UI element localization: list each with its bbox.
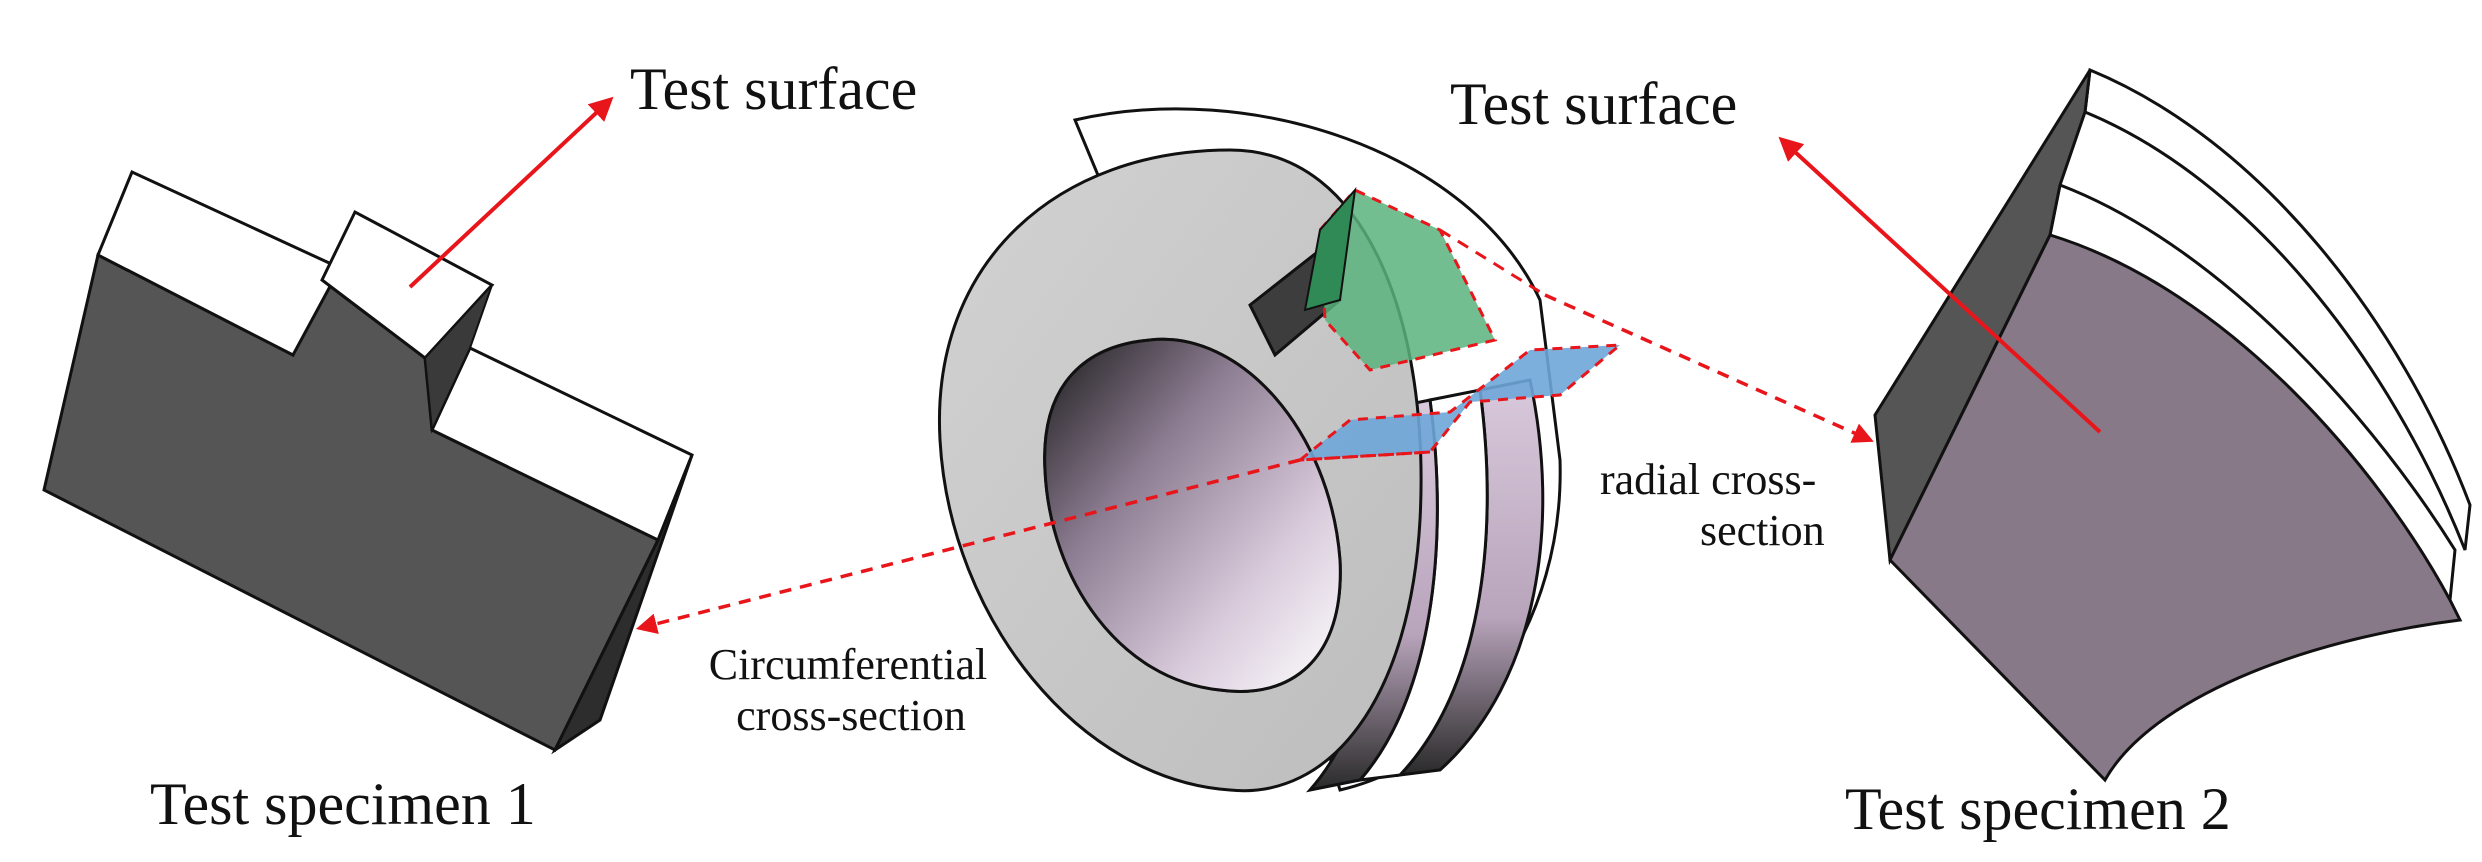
test-surface-arrow-left	[408, 96, 614, 289]
label-radial-line-1: radial cross-	[1600, 455, 1817, 504]
ring-bore	[1043, 337, 1342, 693]
label-test-specimen-1: Test specimen 1	[150, 771, 536, 837]
specimen1-front-face	[42, 252, 661, 753]
label-test-specimen-2: Test specimen 2	[1845, 776, 2231, 842]
dashed-circumferential-guide	[635, 458, 1301, 635]
label-radial-line-2: section	[1700, 505, 1825, 555]
dashed-circumferential-guide-front	[1299, 450, 1431, 462]
label-circumferential-line-1: Circumferential	[708, 640, 988, 689]
dashed-radial-guide-arrow	[1544, 293, 1874, 443]
label-test-surface-right: Test surface	[1450, 71, 1738, 137]
specimen1-side-face	[551, 454, 694, 755]
test-surface-arrow-right	[1778, 136, 2102, 434]
label-radial-cross-section: radial cross- section	[1600, 455, 1860, 556]
radial-cross-section-green-edge	[1303, 186, 1357, 312]
radial-cross-section-green	[1318, 188, 1498, 372]
label-circumferential-line-2: cross-section	[736, 690, 966, 740]
specimen2-top-layer-back	[2083, 67, 2472, 551]
label-circumferential-cross-section: Circumferential cross-section	[668, 640, 1028, 741]
circumferential-cross-section-blue	[1295, 343, 1625, 462]
ring-disc	[937, 107, 1562, 793]
specimen1-step-shadow	[423, 284, 493, 434]
test-specimen-2	[1873, 67, 2472, 783]
label-test-surface-left: Test surface	[630, 56, 918, 122]
test-specimen-1	[42, 169, 694, 755]
